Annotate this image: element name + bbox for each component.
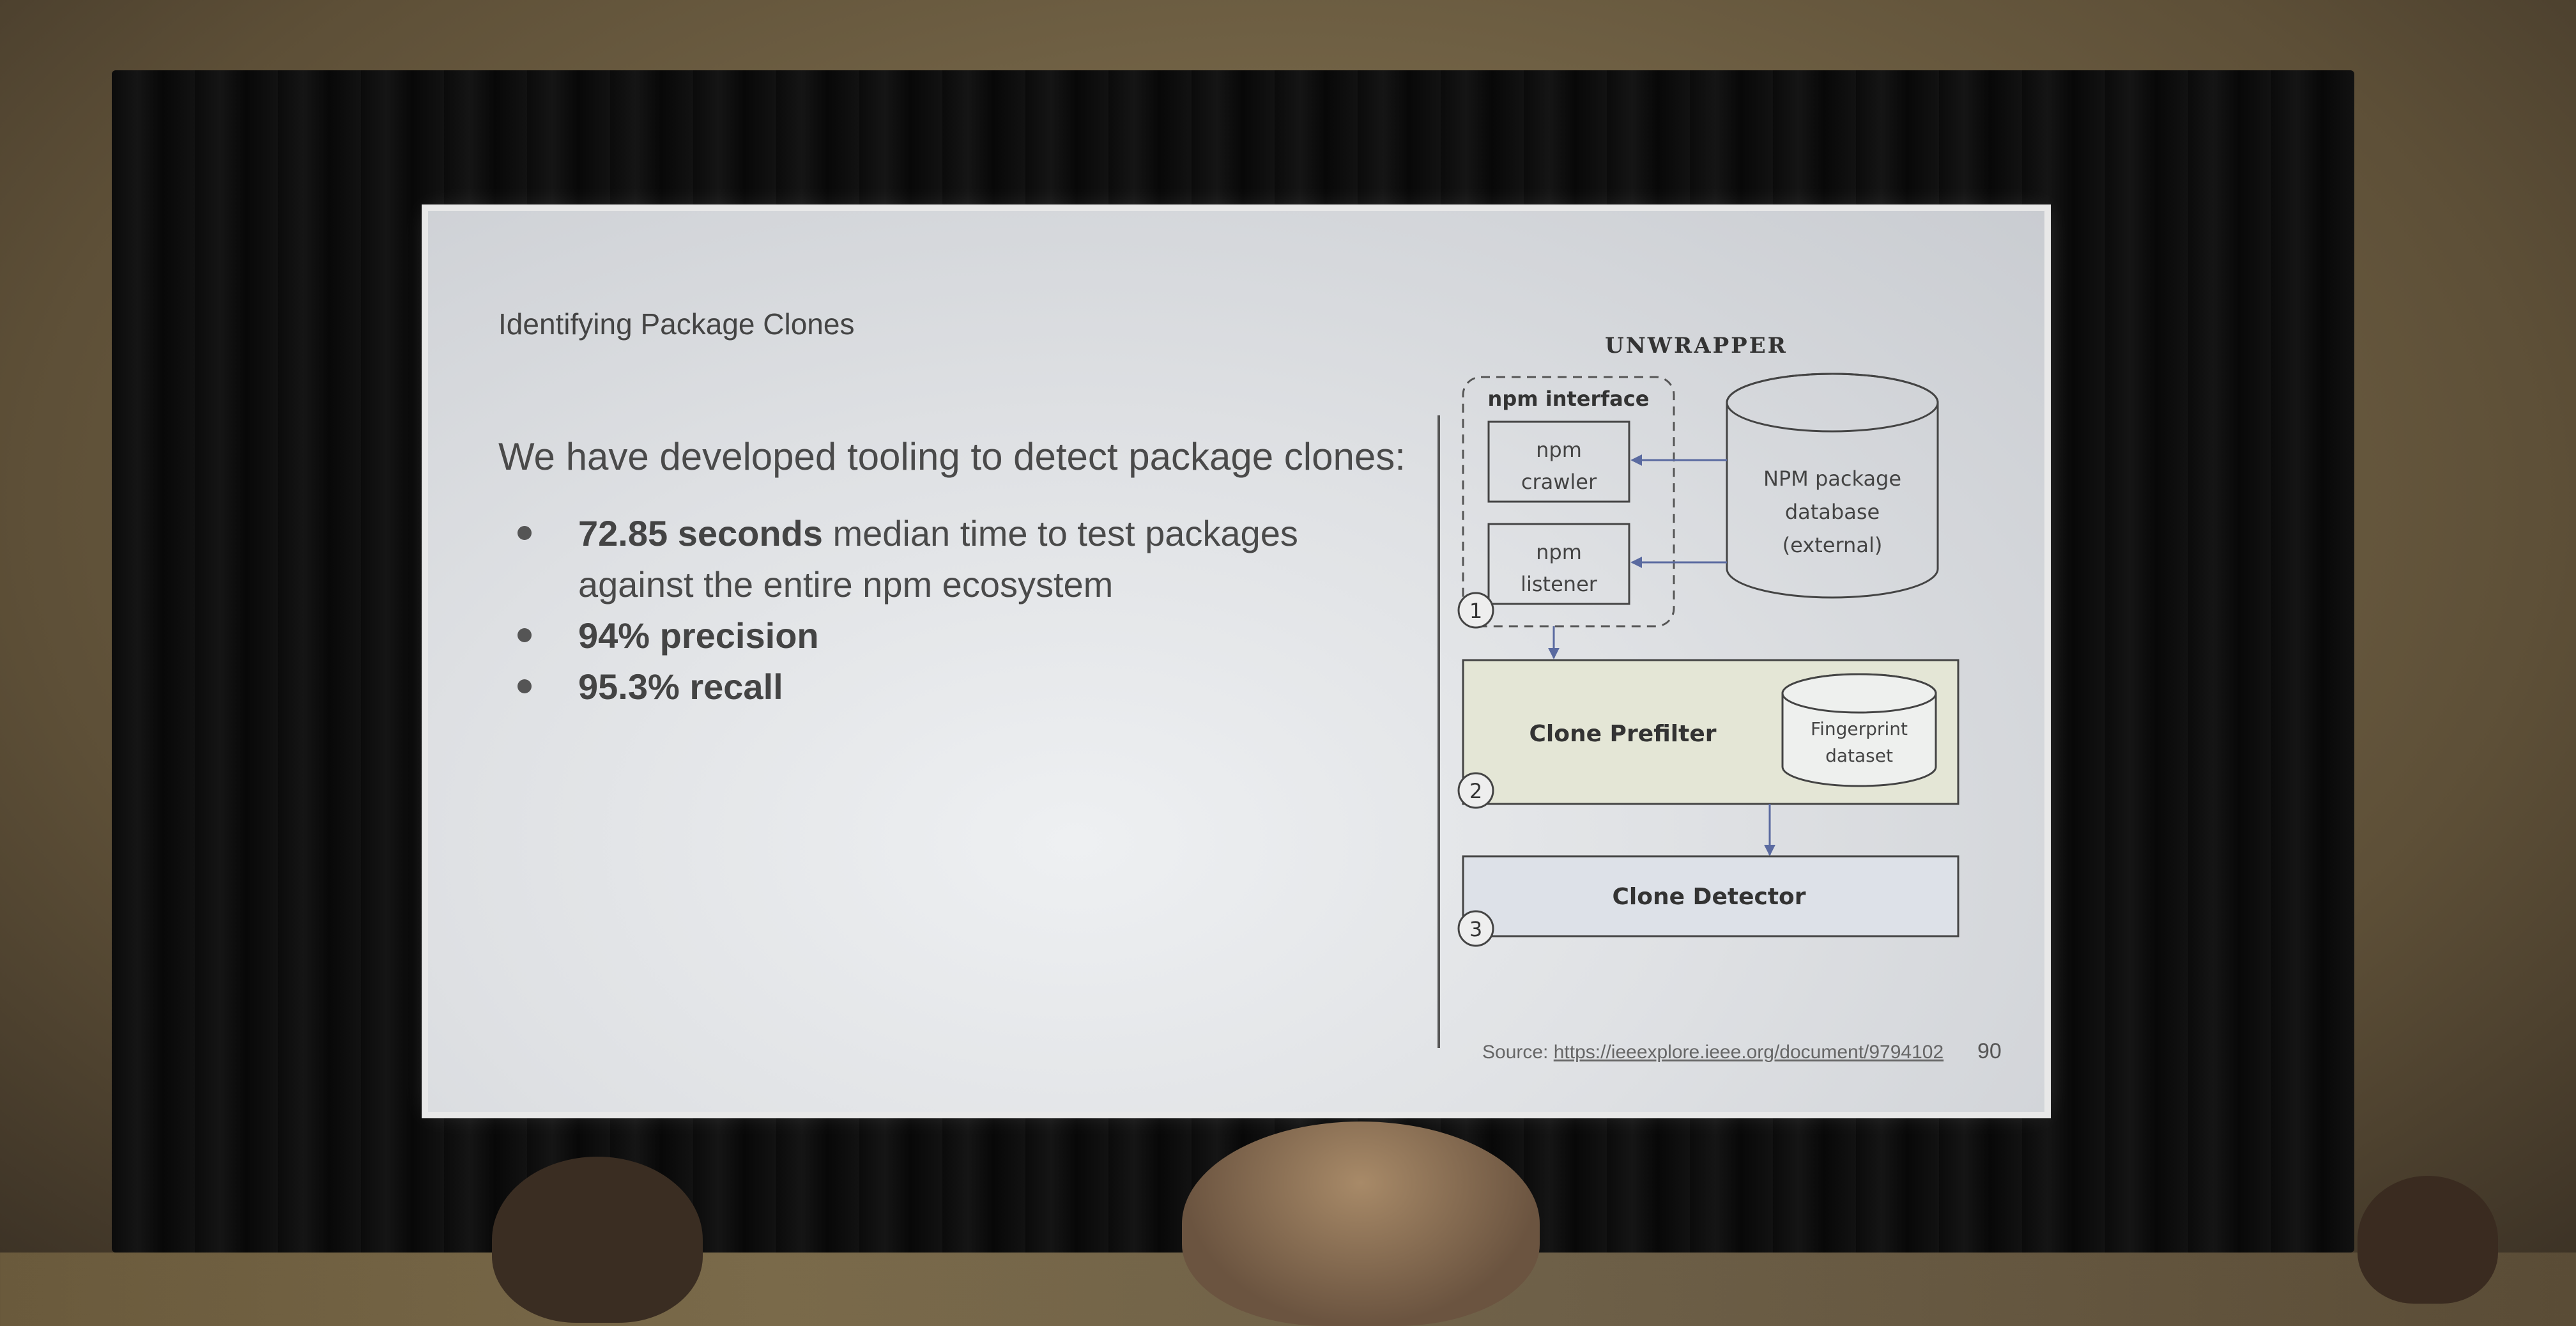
audience-head [492,1157,703,1323]
step-2-badge [1457,772,1494,809]
source-link[interactable]: https://ieeexplore.ieee.org/document/979… [1553,1042,1944,1063]
bullet-item: 94% precision [518,610,1345,661]
npm-interface-label: npm interface [1488,387,1650,411]
step-3-label: 3 [1469,917,1482,941]
slide-lead-text: We have developed tooling to detect pack… [498,435,1406,478]
source-label: Source: [1482,1042,1554,1063]
bullet-dot-icon [518,526,532,540]
bullet-dot-icon [518,679,532,693]
vertical-divider [1438,415,1440,1048]
clone-prefilter-label: Clone Prefilter [1529,721,1716,747]
slide-title: Identifying Package Clones [498,307,855,341]
bullet-item: 72.85 seconds median time to test packag… [518,508,1345,610]
npm-database-line3: (external) [1782,533,1883,557]
clone-detector-box [1462,855,1959,937]
bullet-text: median time to test packages against the… [578,513,1298,605]
fingerprint-line2: dataset [1825,745,1893,766]
bullet-dot-icon [518,628,532,642]
step-2-label: 2 [1469,779,1482,803]
source-citation: Source: https://ieeexplore.ieee.org/docu… [1482,1042,1943,1063]
npm-database-line1: NPM package [1763,466,1901,491]
audience-head [1182,1122,1540,1326]
bullet-list: 72.85 seconds median time to test packag… [518,508,1345,713]
npm-listener-line1: npm [1536,540,1582,564]
npm-interface-group [1462,376,1675,628]
clone-detector-label: Clone Detector [1612,884,1805,910]
step-3-badge [1457,910,1494,947]
npm-listener-box [1487,523,1630,605]
audience-head [2358,1176,2498,1304]
projected-slide: Identifying Package Clones We have devel… [428,211,2044,1112]
page-number: 90 [1977,1039,2002,1063]
fingerprint-line1: Fingerprint [1811,718,1908,739]
bullet-bold: 72.85 seconds [578,513,823,553]
npm-crawler-line1: npm [1536,438,1582,462]
npm-database-line2: database [1785,500,1880,524]
npm-database-cylinder-top [1726,373,1939,433]
npm-crawler-line2: crawler [1521,470,1597,494]
npm-crawler-box [1487,420,1630,503]
unwrapper-diagram: UNWRAPPER npm interface npm crawler npm … [1457,333,1959,947]
fingerprint-cylinder-top [1781,673,1937,714]
bullet-bold: 95.3% recall [578,667,783,707]
bullet-bold: 94% precision [578,615,819,656]
step-1-label: 1 [1469,599,1482,623]
step-1-badge [1457,592,1494,629]
bullet-item: 95.3% recall [518,661,1345,713]
diagram-title: UNWRAPPER [1605,333,1788,358]
npm-listener-line2: listener [1521,572,1598,596]
